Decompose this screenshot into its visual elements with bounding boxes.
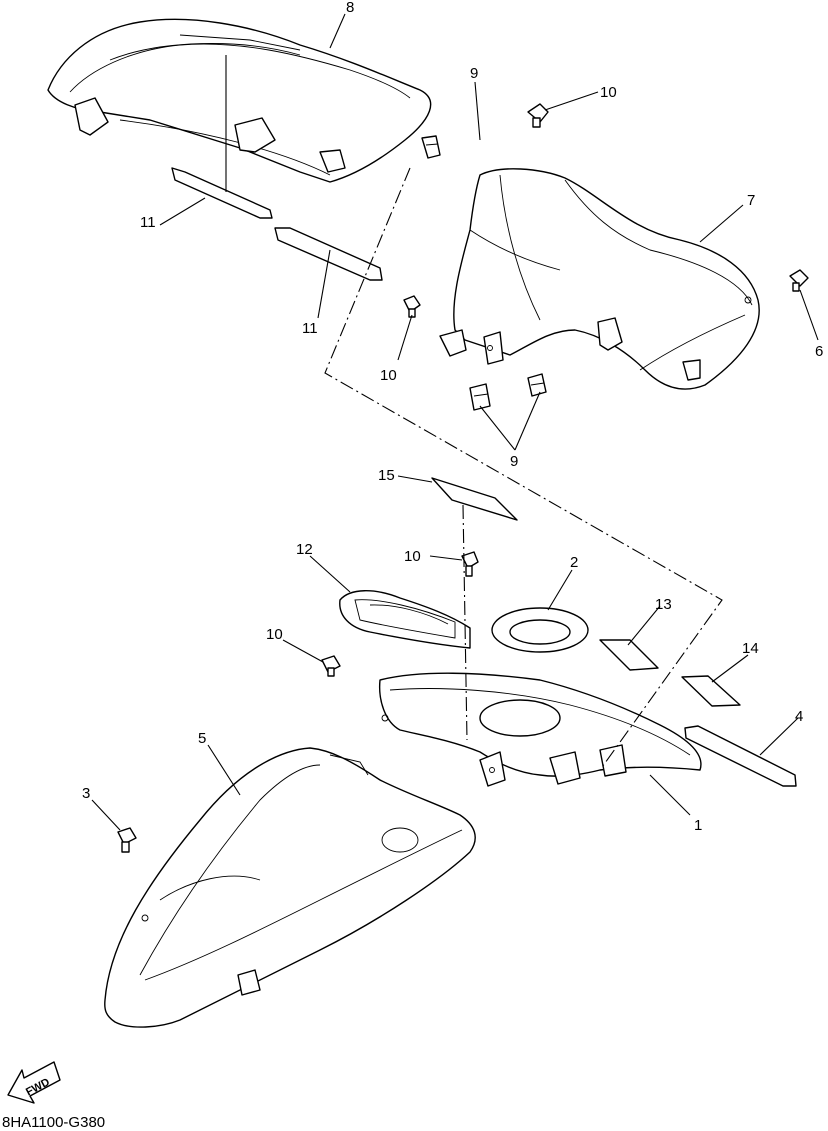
callout-3: 3 xyxy=(82,785,90,802)
part-1-lower-tray[interactable] xyxy=(378,672,702,787)
part-10-screw-top[interactable] xyxy=(527,103,549,128)
part-7-inner-panel[interactable] xyxy=(439,168,760,390)
callout-11-lower: 11 xyxy=(302,320,318,337)
part-9-clip-top[interactable] xyxy=(421,135,441,159)
part-14-label[interactable] xyxy=(681,675,741,707)
callout-9-bottom: 9 xyxy=(510,453,518,470)
part-10-screw-middle[interactable] xyxy=(461,551,479,577)
part-13-label[interactable] xyxy=(599,639,659,671)
callout-15: 15 xyxy=(378,467,395,484)
part-10-screw-lower-left[interactable] xyxy=(321,655,341,677)
callout-2: 2 xyxy=(570,554,578,571)
callout-7: 7 xyxy=(747,192,755,209)
part-12-bracket[interactable] xyxy=(339,590,471,649)
diagram-code: 8HA1100-G380 xyxy=(2,1114,105,1131)
assembly-reference-outline xyxy=(324,167,723,771)
part-3-screw[interactable] xyxy=(117,827,137,853)
callout-10-top: 10 xyxy=(600,84,617,101)
part-9-clip-bottom-right[interactable] xyxy=(527,373,547,397)
leader-lines xyxy=(91,13,819,831)
callout-10-lower: 10 xyxy=(266,626,283,643)
callout-8: 8 xyxy=(346,0,354,16)
callout-6: 6 xyxy=(815,343,823,360)
callout-10-middle: 10 xyxy=(404,548,421,565)
callout-10-left: 10 xyxy=(380,367,397,384)
part-2-ring[interactable] xyxy=(491,607,589,653)
callout-11-upper: 11 xyxy=(140,214,156,231)
part-10-screw-left[interactable] xyxy=(403,295,421,318)
callout-labels: 8 9 10 7 6 11 11 10 9 15 10 12 2 13 14 4… xyxy=(82,0,823,834)
fastener-axis-line xyxy=(462,504,468,741)
part-5-front-cowl[interactable] xyxy=(104,747,476,1028)
part-4-strip[interactable] xyxy=(684,725,797,787)
callout-1: 1 xyxy=(694,817,702,834)
callout-5: 5 xyxy=(198,730,206,747)
callout-13: 13 xyxy=(655,596,672,613)
part-9-clip-bottom-left[interactable] xyxy=(469,383,491,411)
callout-4: 4 xyxy=(795,708,803,725)
part-8-top-cover[interactable] xyxy=(47,18,432,183)
callout-14: 14 xyxy=(742,640,759,657)
part-11-upper-strip[interactable] xyxy=(171,167,273,219)
callout-12: 12 xyxy=(296,541,313,558)
callout-9-top: 9 xyxy=(470,65,478,82)
part-11-lower-strip[interactable] xyxy=(274,227,383,281)
part-15-label[interactable] xyxy=(431,477,518,521)
part-6-screw[interactable] xyxy=(789,269,809,292)
fwd-arrow-icon: FWD xyxy=(7,1061,61,1104)
